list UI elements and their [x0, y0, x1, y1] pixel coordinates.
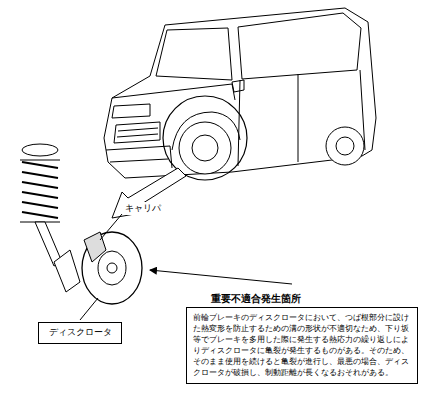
note-heading: 重要不適合発生箇所 [209, 292, 303, 306]
strut-assembly [20, 144, 142, 304]
knuckle [54, 250, 80, 292]
note-body: 前輪ブレーキのディスクロータにおいて、つば根部分に設けた熱変形を防止するための溝… [187, 308, 417, 383]
caliper-leader [100, 214, 122, 240]
rotor-box-leader [80, 298, 98, 320]
headlight [112, 104, 150, 118]
highlight-circle [163, 96, 247, 180]
grille [114, 122, 160, 143]
spring-seat [20, 160, 60, 222]
defect-note-box: 重要不適合発生箇所前輪ブレーキのディスクロータにおいて、つば根部分に設けた熱変形… [186, 307, 418, 384]
disc-rotor [82, 232, 142, 304]
mirror [232, 80, 244, 92]
wheel-arch [172, 112, 240, 150]
side-windows [238, 13, 361, 79]
van-body [104, 8, 376, 178]
part-label: キャリパ [124, 202, 162, 215]
zoom-arrow [112, 168, 186, 218]
front-hub [192, 135, 218, 161]
defect-arrow [150, 270, 292, 284]
door-lines [238, 70, 365, 166]
windshield [156, 28, 232, 80]
front-wheel [179, 122, 231, 174]
van [104, 8, 376, 178]
rotor-hat [98, 251, 126, 285]
rear-hub [336, 137, 354, 155]
part-name: ディスクロータ [39, 323, 121, 343]
part-label-box: ディスクロータ [38, 322, 122, 344]
bumper [106, 146, 172, 168]
strut-mount [22, 144, 58, 156]
coil-spring [22, 162, 58, 218]
hub-center [107, 263, 117, 273]
rear-wheel [326, 127, 364, 165]
